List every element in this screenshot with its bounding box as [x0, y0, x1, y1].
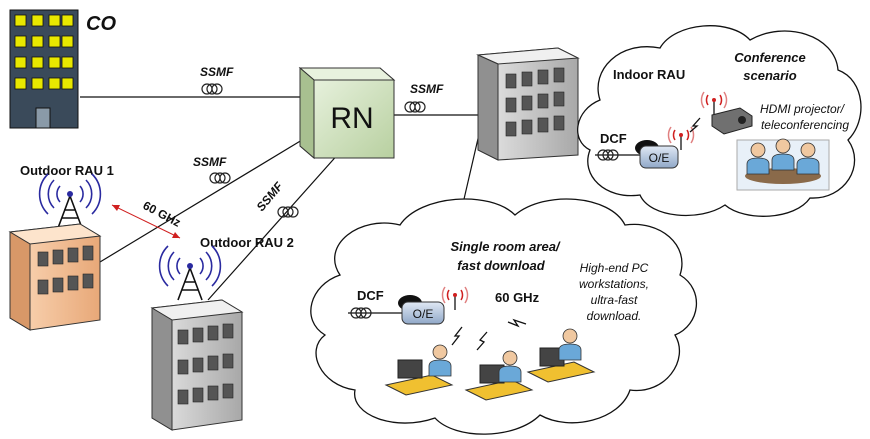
projector-icon	[711, 107, 753, 135]
co-label: CO	[86, 13, 116, 35]
ghz-link-arrow	[111, 204, 181, 239]
wireless-links-room	[451, 318, 527, 351]
antenna-tower-icon	[38, 173, 102, 229]
highend-label-3: ultra-fast	[591, 293, 638, 307]
highend-label-2: workstations,	[579, 277, 649, 291]
fiber-spool-icon	[404, 101, 426, 113]
office-building-icon	[476, 47, 580, 161]
oe-label-indoor: O/E	[649, 151, 670, 165]
outdoor-building-2-icon	[150, 299, 244, 431]
workstation-user-icon	[464, 350, 534, 401]
ghz-room-label: 60 GHz	[495, 290, 540, 305]
outdoor-rau-2-label: Outdoor RAU 2	[200, 235, 294, 250]
highend-label-1: High-end PC	[580, 261, 649, 275]
remote-node-box-icon	[298, 66, 396, 160]
ghz-link-arrowhead-2	[172, 232, 180, 238]
ssmf-label-co: SSMF	[200, 65, 234, 79]
single-room-label-2: fast download	[457, 258, 545, 273]
dcf-label-room: DCF	[357, 288, 384, 303]
outdoor-rau-1-label: Outdoor RAU 1	[20, 163, 114, 178]
dcf-label-indoor: DCF	[600, 131, 627, 146]
rn-label: RN	[330, 102, 373, 135]
ssmf-label-rau1: SSMF	[193, 155, 227, 169]
workstation-user-icon	[526, 328, 596, 383]
oe-converter-icon	[398, 295, 445, 325]
fiber-spool-icon	[201, 83, 223, 95]
conference-label-1: Conference	[734, 50, 806, 65]
oe-label-room: O/E	[413, 307, 434, 321]
ghz-link-arrowhead-1	[112, 205, 120, 211]
oe-converter-icon	[635, 140, 679, 169]
ssmf-label-building: SSMF	[410, 82, 444, 96]
indoor-rau-label: Indoor RAU	[613, 67, 685, 82]
hdmi-label-2: teleconferencing	[761, 118, 849, 132]
wireless-link-indoor	[689, 117, 701, 133]
conference-group-icon	[736, 138, 830, 191]
co-building-icon	[9, 9, 79, 129]
single-room-label-1: Single room area/	[450, 239, 560, 254]
fiber-spool-icon	[277, 206, 299, 218]
highend-label-4: download.	[587, 309, 642, 323]
workstation-user-icon	[384, 344, 454, 396]
conference-label-2: scenario	[743, 68, 797, 83]
ssmf-label-rau2: SSMF	[254, 179, 287, 214]
outdoor-building-1-icon	[8, 223, 102, 331]
antenna-tower-icon	[158, 245, 222, 301]
hdmi-label-1: HDMI projector/	[760, 102, 846, 116]
link-rn-rau2	[207, 151, 341, 301]
fiber-spool-icon	[209, 172, 231, 184]
link-rn-rau1	[99, 139, 303, 263]
